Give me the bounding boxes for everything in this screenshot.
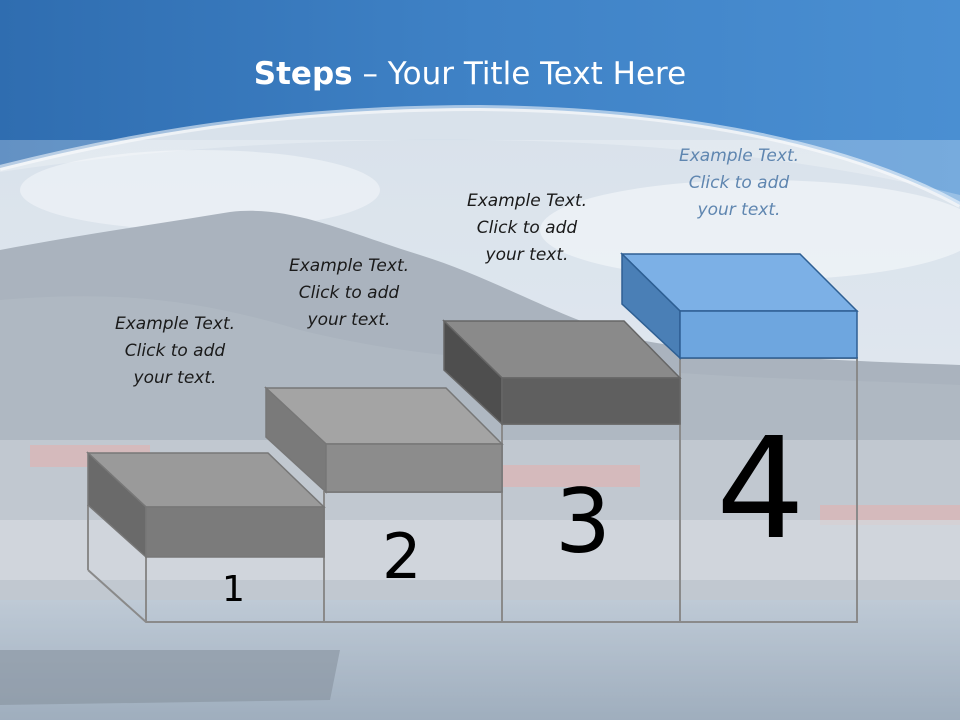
note-line: Example Text. bbox=[114, 314, 236, 334]
step-block-1 bbox=[86, 451, 326, 559]
step-number-4: 4 bbox=[716, 408, 806, 571]
step-frame-1 bbox=[87, 557, 325, 623]
step-block-3 bbox=[442, 319, 682, 426]
note-line: Click to add bbox=[688, 173, 790, 193]
note-line: Example Text. bbox=[466, 191, 588, 211]
step-block-2 bbox=[264, 386, 504, 494]
note-line: Example Text. bbox=[678, 146, 800, 166]
note-line: your text. bbox=[697, 200, 781, 220]
step-note-4[interactable]: Example Text. Click to add your text. bbox=[654, 143, 824, 224]
step-number-2: 2 bbox=[382, 520, 422, 593]
title-rest: – Your Title Text Here bbox=[352, 56, 687, 92]
note-line: Example Text. bbox=[288, 256, 410, 276]
note-line: your text. bbox=[307, 310, 391, 330]
step-note-3[interactable]: Example Text. Click to add your text. bbox=[442, 188, 612, 269]
step-block-4 bbox=[620, 252, 859, 360]
note-line: your text. bbox=[133, 368, 217, 388]
note-line: your text. bbox=[485, 245, 569, 265]
slide-title[interactable]: Steps – Your Title Text Here bbox=[0, 56, 940, 92]
step-note-2[interactable]: Example Text. Click to add your text. bbox=[264, 253, 434, 334]
note-line: Click to add bbox=[298, 283, 400, 303]
note-line: Click to add bbox=[476, 218, 578, 238]
step-number-1: 1 bbox=[222, 569, 245, 610]
note-line: Click to add bbox=[124, 341, 226, 361]
step-note-1[interactable]: Example Text. Click to add your text. bbox=[90, 311, 260, 392]
title-bold: Steps bbox=[253, 56, 353, 92]
step-number-3: 3 bbox=[555, 470, 611, 573]
